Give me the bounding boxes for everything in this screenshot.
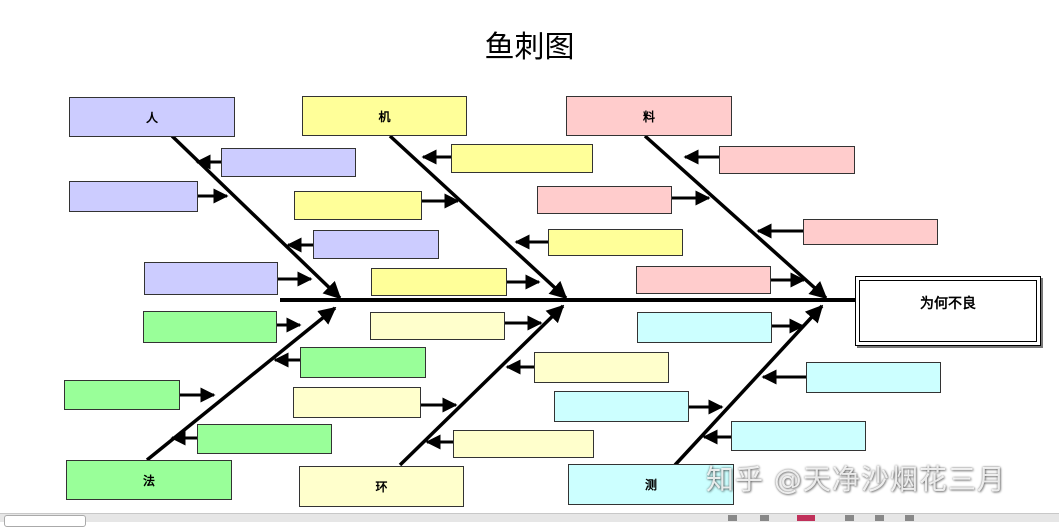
bone-material <box>643 134 828 300</box>
status-icon[interactable] <box>728 515 737 521</box>
cause-box-method <box>143 311 277 343</box>
cause-box-people <box>144 262 278 295</box>
cause-box-people <box>69 181 198 212</box>
category-label-method: 法 <box>142 473 155 488</box>
cause-box-environment <box>453 430 594 458</box>
cause-box-machine <box>451 144 593 173</box>
cause-box-machine <box>371 268 507 296</box>
category-box-material: 料 <box>566 96 732 136</box>
category-box-measurement: 测 <box>568 464 734 505</box>
category-box-environment: 环 <box>299 466 464 507</box>
category-label-material: 料 <box>642 109 655 124</box>
category-label-environment: 环 <box>375 480 388 494</box>
cause-box-method <box>64 380 180 410</box>
cause-box-material <box>636 266 771 294</box>
status-icon[interactable] <box>760 515 769 521</box>
category-box-people: 人 <box>69 97 235 137</box>
category-box-machine: 机 <box>302 96 467 136</box>
cause-box-material <box>803 219 938 245</box>
cause-box-environment <box>293 387 421 418</box>
cause-box-machine <box>294 191 422 220</box>
watermark: 知乎 @天净沙烟花三月 <box>706 463 1006 496</box>
cause-box-material <box>537 186 672 214</box>
cause-box-measurement <box>806 362 941 393</box>
status-icon[interactable] <box>845 515 854 521</box>
cause-box-people <box>313 230 439 259</box>
category-label-measurement: 测 <box>644 478 657 492</box>
status-bar <box>0 513 1059 522</box>
cause-box-method <box>300 347 426 378</box>
cause-box-method <box>197 424 332 454</box>
category-label-machine: 机 <box>378 109 391 124</box>
effect-inner-border <box>859 280 1037 342</box>
category-box-method: 法 <box>66 460 232 500</box>
cause-box-environment <box>534 352 669 383</box>
cause-box-machine <box>548 229 683 256</box>
cause-box-measurement <box>731 421 866 451</box>
cause-box-measurement <box>554 391 689 422</box>
cause-box-material <box>719 146 855 174</box>
cause-box-people <box>221 148 356 177</box>
bone-machine <box>388 134 568 300</box>
record-icon[interactable] <box>797 515 815 521</box>
cause-box-environment <box>370 312 505 340</box>
effect-box: 为何不良 <box>855 276 1041 346</box>
status-icon[interactable] <box>875 515 884 521</box>
status-icon[interactable] <box>905 515 914 521</box>
status-field[interactable] <box>4 515 86 527</box>
category-label-people: 人 <box>145 110 158 125</box>
effect-label: 为何不良 <box>920 296 976 312</box>
diagram-title: 鱼刺图 <box>484 30 575 65</box>
cause-box-measurement <box>637 312 772 343</box>
